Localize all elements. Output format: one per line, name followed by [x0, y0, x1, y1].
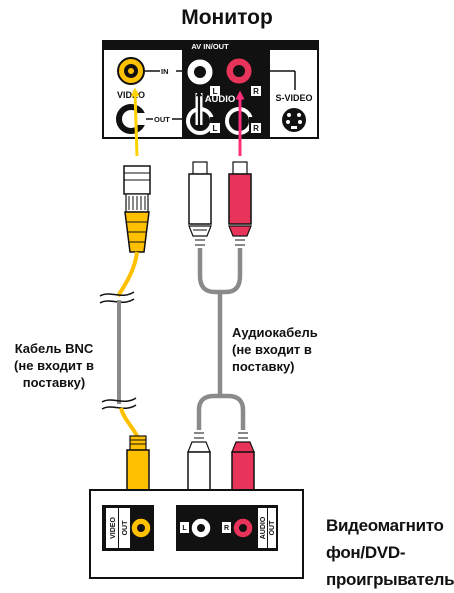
audio-label: AUDIO — [205, 94, 236, 105]
device-label-line: фон/DVD- — [326, 543, 406, 562]
device-left-marker: L — [182, 525, 187, 532]
audio-out-left-marker: L — [213, 124, 218, 133]
audio-cable-label-line: поставку) — [232, 359, 295, 374]
device-audio-label: AUDIO — [260, 516, 267, 539]
audio-in-right-marker: R — [253, 87, 259, 96]
video-in-jack[interactable] — [117, 57, 145, 85]
audio-cable-label: Аудиокабель (не входит в поставку) — [232, 324, 342, 375]
device-label: Видеомагнито фон/DVD- проигрыватель — [326, 512, 454, 593]
video-arrow — [130, 87, 140, 157]
bnc-cable-label-line: (не входит в — [14, 358, 94, 373]
audio-in-left-jack[interactable] — [186, 58, 214, 86]
device-audio-out-label: OUT — [269, 520, 276, 536]
device-label-line: Видеомагнито — [326, 516, 444, 535]
audio-in-left-marker: L — [213, 87, 218, 96]
device-audio-right-jack[interactable] — [232, 517, 254, 539]
svideo-label: S-VIDEO — [275, 93, 312, 103]
av-panel-header: AV IN/OUT — [191, 42, 229, 51]
device-panel: VIDEO OUT L R AUDIO OUT — [89, 489, 304, 579]
video-out-jack[interactable] — [116, 104, 148, 134]
device-label-line: проигрыватель — [326, 570, 454, 589]
audio-out-right-marker: R — [253, 124, 259, 133]
audio-cable-label-line: Аудиокабель — [232, 325, 318, 340]
svideo-jack[interactable] — [282, 108, 306, 132]
bnc-cable — [99, 165, 151, 511]
video-label: VIDEO — [117, 90, 145, 100]
in-label: IN — [161, 67, 169, 76]
audio-cable — [187, 161, 255, 511]
av-panel-header-bar — [103, 41, 318, 50]
audio-in-right-jack[interactable] — [225, 57, 253, 85]
audio-cable-label-line: (не входит в — [232, 342, 312, 357]
connection-arrows — [130, 87, 245, 157]
device-audio-left-jack[interactable] — [190, 517, 212, 539]
bnc-cable-label: Кабель BNC (не входит в поставку) — [4, 340, 104, 391]
bnc-cable-label-line: Кабель BNC — [14, 341, 94, 356]
device-video-label: VIDEO — [110, 517, 117, 539]
device-out-label: OUT — [122, 520, 129, 536]
out-label: OUT — [154, 115, 170, 124]
device-right-marker: R — [224, 525, 229, 532]
device-video-out-jack[interactable] — [130, 517, 152, 539]
bnc-cable-label-line: поставку) — [22, 375, 86, 390]
diagram-title: Монитор — [181, 6, 273, 29]
